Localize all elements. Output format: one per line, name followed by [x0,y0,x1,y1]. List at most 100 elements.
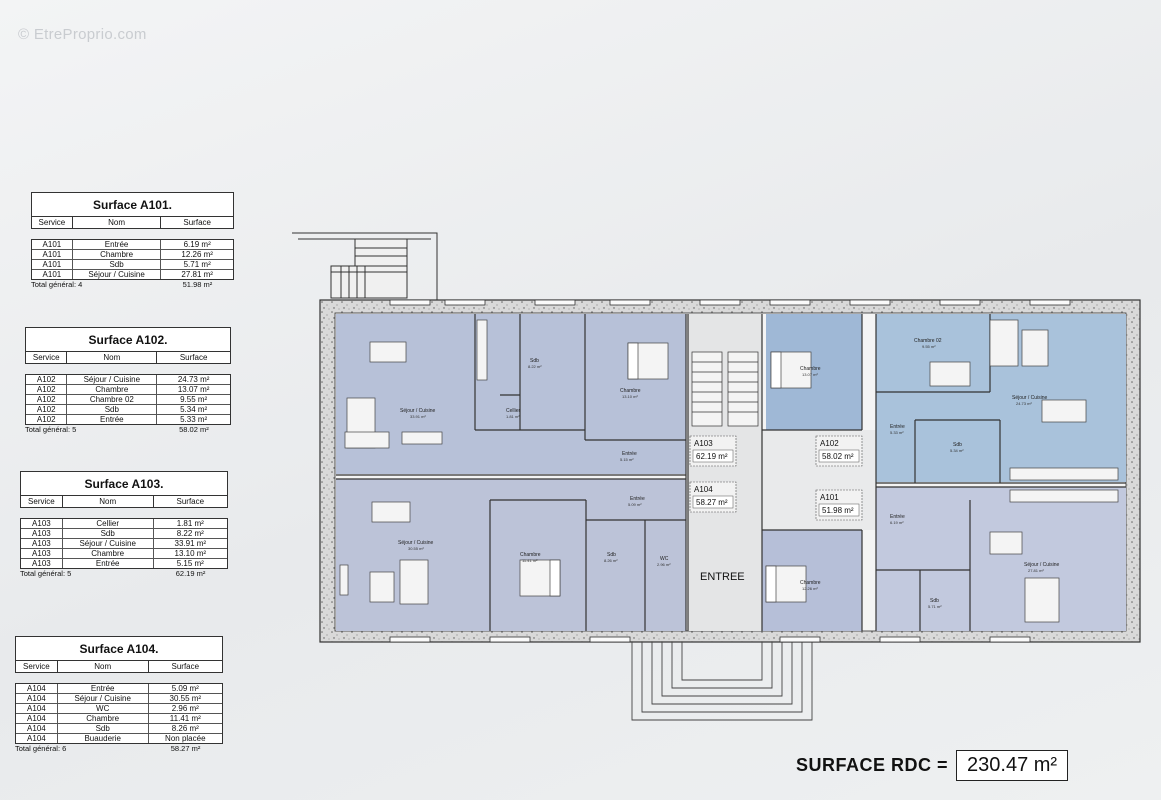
room-area-a101-sejour: 27.81 m² [1028,568,1044,573]
cell-service: A102 [26,415,68,424]
header-nom: Nom [63,496,154,507]
header-surface: Surface [171,662,200,671]
cell-service: A101 [32,240,73,249]
cell-service: A102 [26,375,68,384]
room-label-a103-cellier: Cellier [506,408,521,414]
table-title: Surface A103. [20,471,228,496]
cell-surface: 5.33 m² [180,415,208,424]
cell-surface: 8.22 m² [176,529,204,538]
room-area-a102-sdb: 5.34 m² [950,448,964,453]
unit-box-name: A104 [694,485,713,494]
total-label: Total général: 5 [25,425,77,434]
room-area-a103-sdb: 8.22 m² [528,364,542,369]
room-area-a103-chambre: 13.10 m² [622,394,638,399]
entry-steps [631,642,813,721]
room-area-a104-chambre: 11.41 m² [522,558,538,563]
cell-nom: Cellier [63,519,154,528]
room-area-a101-chambre: 12.26 m² [802,586,818,591]
room-area-a102-sejour: 24.73 m² [1016,401,1032,406]
cell-nom: Chambre [63,549,154,558]
room-area-a103-sejour: 33.91 m² [410,414,426,419]
cell-surface: 30.55 m² [169,694,202,703]
total-value: 62.19 m² [175,569,206,578]
total-label: Total général: 5 [20,569,72,578]
room-label-a103-entree: Entrée [622,451,637,457]
table-total: Total général: 6 58.27 m² [15,744,223,753]
unit-box-a101: A101 51.98 m² [815,489,863,521]
cell-surface: 8.26 m² [171,724,199,733]
cell-service: A103 [21,559,63,568]
table-total: Total général: 5 58.02 m² [25,425,231,434]
room-area-a104-wc: 2.96 m² [657,562,671,567]
total-label: Total général: 6 [15,744,67,753]
unit-box-name: A102 [820,439,839,448]
interior-walls [336,314,1126,631]
cell-service: A103 [21,539,63,548]
cell-nom: Entrée [73,240,162,249]
cell-surface: 5.15 m² [176,559,204,568]
room-area-a104-sdb: 8.26 m² [604,558,618,563]
cell-nom: Séjour / Cuisine [67,375,158,384]
unit-box-area: 62.19 m² [696,452,728,461]
exterior-stair [292,232,438,300]
cell-nom: Entrée [58,684,149,693]
room-label-a101-chambre: Chambre [800,580,821,586]
total-surface: SURFACE RDC = 230.47 m² [796,750,1069,781]
cell-surface: 11.41 m² [169,714,201,723]
room-label-a104-wc: WC [660,556,669,562]
room-label-a102-chambre: Chambre [800,366,821,372]
room-area-a101-sdb: 5.71 m² [928,604,942,609]
room-label-a101-sdb: Sdb [930,598,939,604]
watermark: © EtreProprio.com [18,26,147,43]
room-label-a102-chambre02: Chambre 02 [914,338,942,344]
header-service: Service [32,217,73,228]
cell-nom: Entrée [63,559,154,568]
header-nom: Nom [58,661,149,672]
cell-nom: Séjour / Cuisine [58,694,149,703]
cell-service: A102 [26,395,68,404]
cell-surface: 5.71 m² [183,260,211,269]
header-nom: Nom [73,217,162,228]
table-header: Service Nom Surface [31,217,234,229]
cell-nom: Sdb [58,724,149,733]
cell-surface: 13.07 m² [177,385,210,394]
room-label-a102-sdb: Sdb [953,442,962,448]
cell-service: A103 [21,529,63,538]
room-area-a101-entree: 6.19 m² [890,520,904,525]
cell-service: A104 [16,724,58,733]
header-service: Service [21,496,63,507]
room-label-a102-entree: Entrée [890,424,905,430]
cell-nom: Chambre [73,250,162,259]
cell-service: A101 [32,260,73,269]
central-stairs [691,351,759,427]
unit-a103-area [336,314,686,474]
cell-surface: 2.96 m² [171,704,199,713]
entrance-label: ENTREE [700,571,745,583]
unit-box-name: A103 [694,439,713,448]
total-value: 58.02 m² [179,425,209,434]
unit-box-area: 51.98 m² [822,506,854,515]
furniture [339,319,1119,623]
cell-surface: 12.26 m² [181,250,213,259]
cell-service: A104 [16,704,58,713]
cell-service: A103 [21,519,63,528]
cell-surface: Non placée [165,734,206,743]
room-label-a103-sdb: Sdb [530,358,539,364]
cell-nom: Séjour / Cuisine [73,270,162,279]
windows [389,299,1071,643]
room-label-a103-sejour: Séjour / Cuisine [400,408,436,414]
